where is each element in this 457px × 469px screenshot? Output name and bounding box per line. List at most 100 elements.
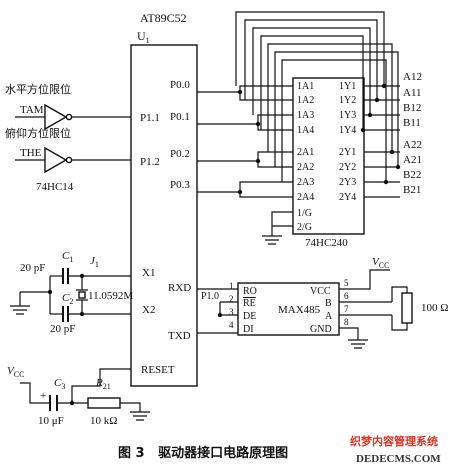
max485-pin-numbers: 1 2 3 4 5 6 7 8	[229, 278, 349, 330]
sensor-bottom-label: 俯仰方位限位	[5, 126, 71, 140]
ground-symbol	[262, 235, 282, 245]
sensor-top-label: 水平方位限位	[5, 82, 71, 96]
c3-label: C3	[54, 377, 65, 391]
buffer-outputs	[360, 83, 401, 198]
termination-resistor	[401, 292, 413, 324]
output-a21: A21	[403, 154, 422, 166]
c3-plus: +	[40, 390, 46, 402]
max485-wiring	[197, 269, 413, 349]
buffer-pin-2g: 2/G	[297, 222, 312, 233]
watermark-top: 织梦内容管理系统	[350, 434, 438, 448]
buffer-pin-1y3: 1Y3	[339, 110, 356, 121]
output-net-labels: A12 A11 B12 B11 A22 A21 B22 B21	[403, 71, 422, 196]
mcu-pin-x1: X1	[142, 267, 155, 279]
output-b12: B12	[403, 102, 421, 114]
max485-num-2: 2	[229, 294, 234, 304]
buffer-pin-1y1: 1Y1	[339, 81, 356, 92]
buffer-enable-ground	[262, 211, 293, 245]
mcu-pin-txd: TXD	[168, 330, 191, 342]
mcu-pin-x2: X2	[142, 304, 155, 316]
buffer-pin-1g: 1/G	[297, 208, 312, 219]
max485-pin-labels: RO RE DE DI VCC B A GND	[243, 286, 333, 335]
max485-pin-ro: RO	[243, 286, 257, 297]
buffer-pin-2y3: 2Y3	[339, 177, 356, 188]
buffer-pin-2a4: 2A4	[297, 192, 314, 203]
buffer-pin-1a1: 1A1	[297, 81, 314, 92]
buffer-pin-labels: 1A1 1A2 1A3 1A4 2A1 2A2 2A3 2A4 1/G 2/G …	[297, 81, 356, 233]
mcu-pin-labels: P1.1 P1.2 X1 X2 RESET P0.0 P0.1 P0.2 P0.…	[140, 79, 191, 376]
buffer-pin-2y1: 2Y1	[339, 147, 356, 158]
mcu-pin-p02: P0.2	[170, 148, 190, 160]
buffer-body	[292, 77, 365, 235]
r21-resistor	[87, 397, 121, 409]
mcu-pin-p00: P0.0	[170, 79, 190, 91]
max485-p10: P1.0	[201, 291, 219, 302]
r21-label: R21	[95, 377, 111, 391]
mcu-pin-p01: P0.1	[170, 111, 190, 123]
output-b21: B21	[403, 184, 421, 196]
max485-num-1: 1	[229, 281, 234, 291]
buffer-pin-2a2: 2A2	[297, 162, 314, 173]
schmitt-part: 74HC14	[36, 181, 74, 193]
figure-caption: 图 3 驱动器接口电路原理图	[118, 445, 288, 461]
c2-label: C2	[62, 292, 73, 306]
r21-value: 10 kΩ	[90, 415, 117, 427]
schmitt-gate-top	[44, 103, 68, 131]
sensor-top-net: TAM	[20, 104, 44, 116]
reset-vcc: VCC	[7, 365, 24, 379]
output-a22: A22	[403, 139, 422, 151]
max485-pin-vcc: VCC	[310, 286, 331, 297]
max485-num-4: 4	[229, 320, 234, 330]
c1-value: 20 pF	[20, 262, 45, 274]
c1-label: C1	[62, 250, 73, 264]
max485-pin-di: DI	[243, 324, 254, 335]
output-a12: A12	[403, 71, 422, 83]
mcu-pin-reset: RESET	[141, 364, 175, 376]
sensor-bottom-net: THE	[20, 147, 42, 159]
buffer-pin-1a3: 1A3	[297, 110, 314, 121]
buffer-pin-2y2: 2Y2	[339, 162, 356, 173]
max485-pin-de: DE	[243, 311, 256, 322]
crystal-symbol	[76, 289, 88, 301]
schmitt-gate-bottom	[44, 146, 68, 174]
buffer-part: 74HC240	[305, 237, 348, 249]
max485-num-3: 3	[229, 307, 234, 317]
max485-vcc: VCC	[372, 256, 389, 270]
max485-num-7: 7	[344, 304, 349, 314]
mcu-pin-p12: P1.2	[140, 156, 160, 168]
buffer-pin-1y2: 1Y2	[339, 95, 356, 106]
reset-circuit: VCC C3 + 10 μF R21 10 kΩ	[7, 365, 150, 427]
max485-num-8: 8	[344, 317, 349, 327]
crystal-circuit: C1 20 pF J1 C2 20 pF 11.0592M	[10, 250, 133, 335]
c2-value: 20 pF	[50, 323, 75, 335]
schmitt-gates	[15, 103, 131, 174]
feedback-loops	[235, 11, 399, 182]
max485-part: MAX485	[278, 304, 321, 316]
c3-value: 10 μF	[38, 415, 64, 427]
ground-symbol	[130, 411, 150, 421]
max485-pin-b: B	[325, 298, 332, 309]
ground-symbol	[10, 305, 30, 315]
buffer-pin-1a4: 1A4	[297, 125, 314, 136]
ground-symbol	[348, 339, 368, 349]
max485-num-5: 5	[344, 278, 349, 288]
mcu-pin-p03: P0.3	[170, 179, 190, 191]
watermark-bottom: DEDECMS.COM	[356, 453, 441, 465]
output-b22: B22	[403, 169, 421, 181]
buffer-pin-2a3: 2A3	[297, 177, 314, 188]
mcu-body	[130, 44, 198, 387]
max485-num-6: 6	[344, 291, 349, 301]
output-b11: B11	[403, 117, 421, 129]
j1-label: J1	[90, 255, 99, 269]
mcu-name: AT89C52	[140, 11, 187, 25]
max485-pin-a: A	[325, 311, 333, 322]
port0-bus	[197, 85, 293, 198]
buffer-pin-1a2: 1A2	[297, 95, 314, 106]
output-a11: A11	[403, 87, 422, 99]
buffer-pin-1y4: 1Y4	[339, 125, 356, 136]
mcu-ref: U1	[137, 29, 150, 45]
max485-pin-gnd: GND	[310, 324, 332, 335]
mcu-pin-rxd: RXD	[168, 282, 191, 294]
max485-body	[237, 282, 340, 336]
